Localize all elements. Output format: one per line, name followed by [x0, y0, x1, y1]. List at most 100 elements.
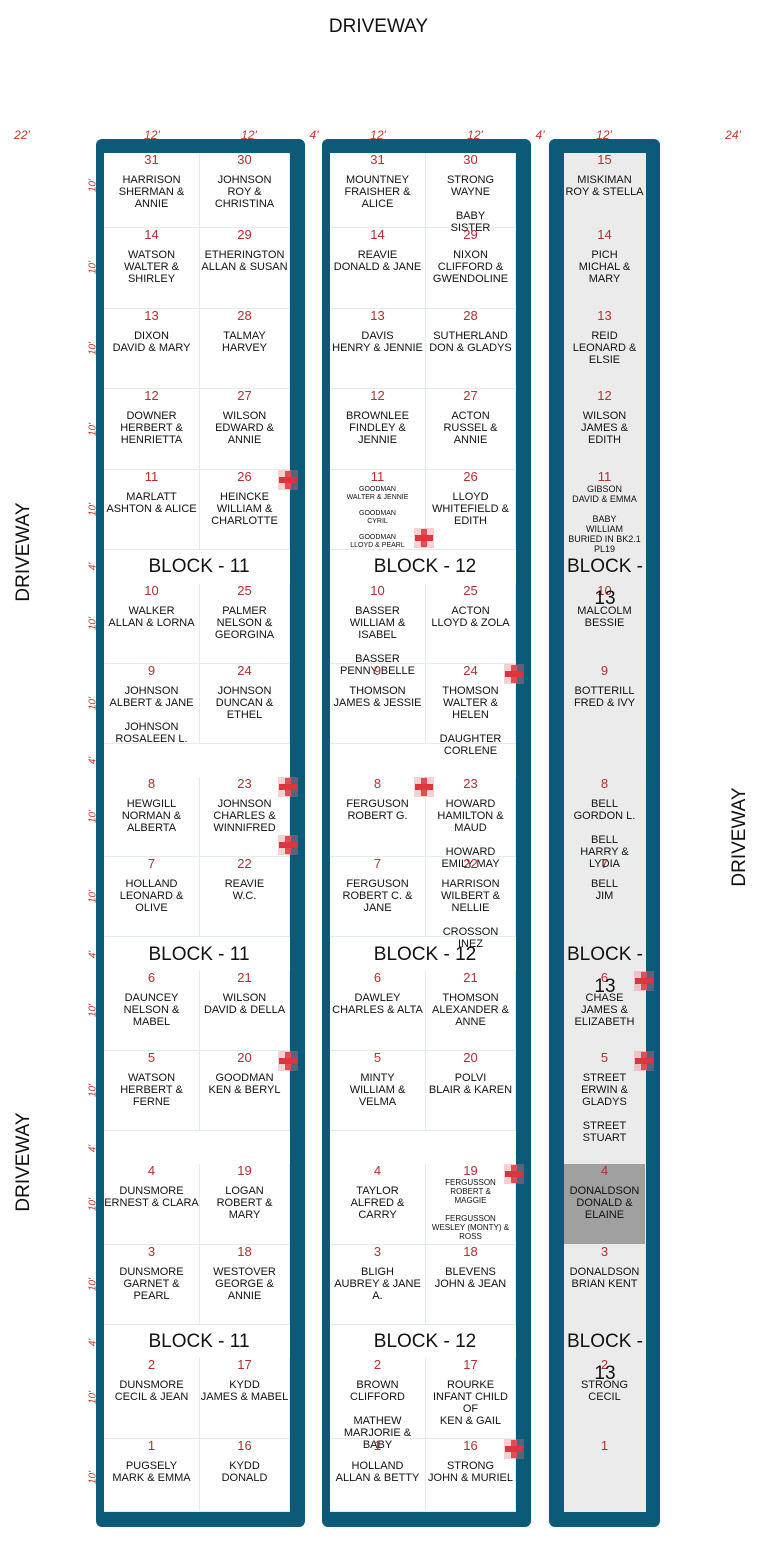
plot-number: 18 — [237, 1244, 252, 1259]
plot-number: 4 — [373, 1163, 382, 1178]
plot-number: 6 — [147, 970, 156, 985]
plot-occupants: JOHNSON DUNCAN & ETHEL — [215, 685, 274, 721]
plot-number: 12 — [370, 388, 385, 403]
plot-number: 11 — [597, 469, 612, 484]
plot-occupants: HEINCKE WILLIAM & CHARLOTTE — [211, 491, 278, 527]
plot-number: 10 — [370, 583, 385, 598]
plot-number: 4 — [600, 1163, 609, 1178]
plot-number: 17 — [463, 1357, 478, 1372]
plot-number: 28 — [463, 308, 478, 323]
plot-number: 31 — [144, 152, 159, 167]
plot-occupants: GIBSON DAVID & EMMA BABY WILLIAM BURIED … — [568, 484, 641, 554]
red-cross-icon — [278, 470, 298, 490]
plot-occupants: LLOYD WHITEFIELD & EDITH — [431, 491, 509, 527]
plot-occupants: HOLLAND LEONARD & OLIVE — [119, 878, 184, 914]
driveway-left-bottom-label: DRIVEWAY — [13, 1112, 34, 1212]
plot-occupants: PALMER NELSON & GEORGINA — [214, 605, 275, 641]
block-label: BLOCK - 12 — [373, 1331, 477, 1352]
plot-number: 22 — [237, 856, 252, 871]
plot-occupants: ETHERINGTON ALLAN & SUSAN — [201, 249, 288, 273]
plot-number: 14 — [144, 227, 159, 242]
red-cross-icon — [634, 971, 654, 991]
plot-occupants: BELL JIM — [591, 878, 618, 902]
plot-number: 30 — [463, 152, 478, 167]
plot-number: 8 — [147, 776, 156, 791]
plot-occupants: WESTOVER GEORGE & ANNIE — [213, 1266, 276, 1302]
plot-number: 30 — [237, 152, 252, 167]
block-label: BLOCK - 12 — [373, 944, 477, 965]
plot-number: 15 — [597, 152, 612, 167]
block-label: BLOCK - 13 — [566, 1331, 644, 1384]
plot-number: 12 — [597, 388, 612, 403]
plot-number: 19 — [237, 1163, 252, 1178]
plot-occupants: DONALDSON DONALD & ELAINE — [569, 1185, 640, 1221]
red-cross-icon — [278, 1051, 298, 1071]
plot-occupants: MOUNTNEY FRAISHER & ALICE — [344, 174, 411, 210]
plot-number: 3 — [600, 1244, 609, 1259]
plot-occupants: THOMSON WALTER & HELEN DAUGHTER CORLENE — [439, 685, 502, 757]
plot-number: 7 — [147, 856, 156, 871]
width-dimension-label: 22' — [14, 128, 30, 142]
plot-occupants: BASSER WILLIAM & ISABEL BASSER PENNY BEL… — [339, 605, 415, 677]
plot-number: 28 — [237, 308, 252, 323]
plot-number: 26 — [237, 469, 252, 484]
width-dimension-label: 4' — [309, 128, 319, 142]
plot-number: 8 — [600, 776, 609, 791]
plot-occupants: DUNSMORE CECIL & JEAN — [114, 1379, 189, 1403]
plot-number: 1 — [147, 1438, 156, 1453]
plot-occupants: MINTY WILLIAM & VELMA — [349, 1072, 406, 1108]
plot-occupants: FERGUSSON ROBERT & MAGGIE FERGUSSON WESL… — [431, 1178, 510, 1241]
plot-number: 21 — [237, 970, 252, 985]
plot-occupants: FERGUSON ROBERT G. — [346, 798, 409, 822]
plot-number: 27 — [463, 388, 478, 403]
plot-occupants: THOMSON ALEXANDER & ANNE — [431, 992, 510, 1028]
plot-occupants: CHASE JAMES & ELIZABETH — [574, 992, 635, 1028]
plot-occupants: WILSON EDWARD & ANNIE — [215, 410, 274, 446]
plot-occupants: PUGSELY MARK & EMMA — [112, 1460, 191, 1484]
plot-number: 9 — [600, 663, 609, 678]
plot-number: 2 — [373, 1357, 382, 1372]
plot-occupants: JOHNSON ROY & CHRISTINA — [214, 174, 275, 210]
plot-occupants: LOGAN ROBERT & MARY — [216, 1185, 273, 1221]
plot-occupants: REID LEONARD & ELSIE — [572, 330, 637, 366]
plot-occupants: ROURKE INFANT CHILD OF KEN & GAIL — [433, 1379, 508, 1427]
plot-number: 24 — [463, 663, 478, 678]
plot-occupants: DAUNCEY NELSON & MABEL — [123, 992, 180, 1028]
plot-occupants: HARRISON WILBERT & NELLIE CROSSON INEZ — [441, 878, 500, 950]
plot-number: 13 — [597, 308, 612, 323]
plot-occupants: STREET ERWIN & GLADYS STREET STUART — [581, 1072, 628, 1144]
plot-cell: 1 — [564, 1438, 646, 1512]
plot-occupants: REAVIE DONALD & JANE — [333, 249, 422, 273]
